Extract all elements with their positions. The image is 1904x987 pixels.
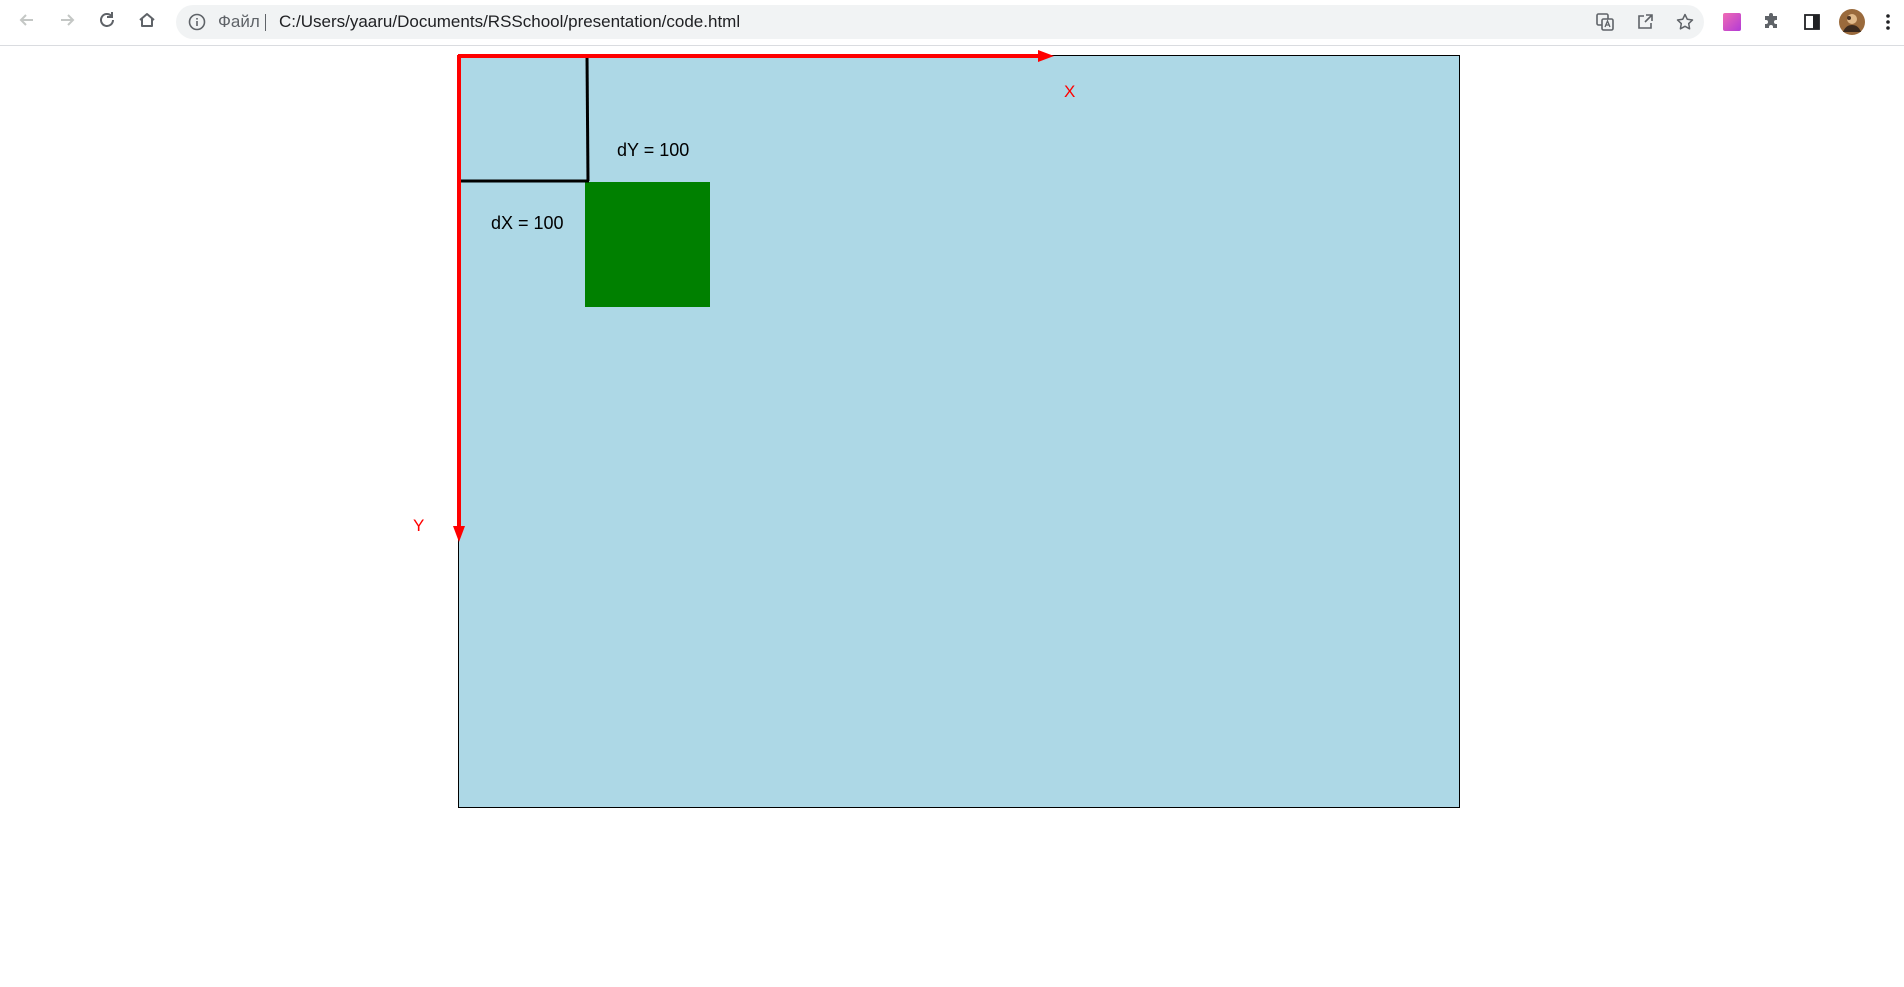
puzzle-icon[interactable] [1756,6,1788,38]
y-axis-label: Y [413,516,425,535]
y-axis-arrowhead [453,526,465,542]
forward-button[interactable] [51,6,83,38]
dy-offset-line [585,55,590,182]
star-icon[interactable] [1671,9,1699,35]
translate-icon[interactable] [1591,9,1619,35]
dy-label: dY = 100 [617,140,690,160]
coordinate-diagram [453,50,1054,542]
back-button[interactable] [11,6,43,38]
info-icon[interactable] [186,11,208,33]
address-bar[interactable]: Файл C:/Users/yaaru/Documents/RSSchool/p… [176,5,1704,39]
share-icon[interactable] [1631,9,1659,35]
extension-app-icon[interactable] [1716,6,1748,38]
arrow-right-icon [57,10,77,35]
browser-toolbar: Файл C:/Users/yaaru/Documents/RSSchool/p… [0,0,1904,46]
url-text[interactable]: C:/Users/yaaru/Documents/RSSchool/presen… [279,12,741,31]
arrow-left-icon [17,10,37,35]
reload-icon [97,10,117,35]
home-button[interactable] [131,6,163,38]
reload-button[interactable] [91,6,123,38]
file-scheme-label: Файл [218,12,260,31]
x-axis-label: X [1064,82,1076,101]
x-axis-arrowhead [1038,50,1054,62]
side-panel-icon[interactable] [1796,6,1828,38]
omnibox-divider [265,14,266,31]
drawing-canvas [458,55,1460,808]
dx-label: dX = 100 [491,213,564,233]
green-square [585,182,710,307]
home-icon [137,10,157,35]
kebab-menu-icon[interactable] [1876,6,1900,38]
avatar[interactable] [1836,6,1868,38]
